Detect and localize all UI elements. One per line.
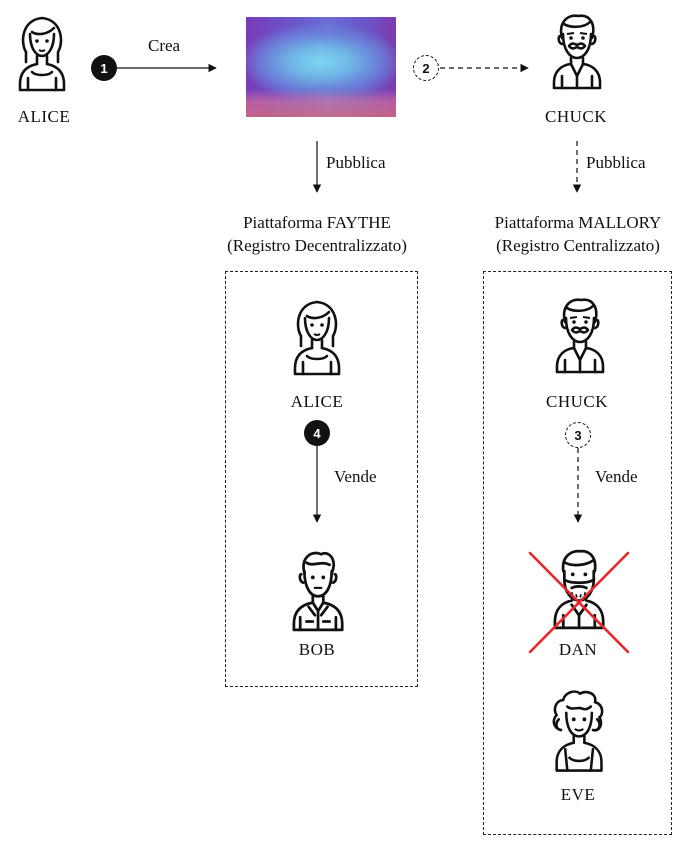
dan-label: DAN <box>518 640 638 660</box>
eve-label: EVE <box>518 785 638 805</box>
eve-avatar-icon <box>546 686 610 774</box>
